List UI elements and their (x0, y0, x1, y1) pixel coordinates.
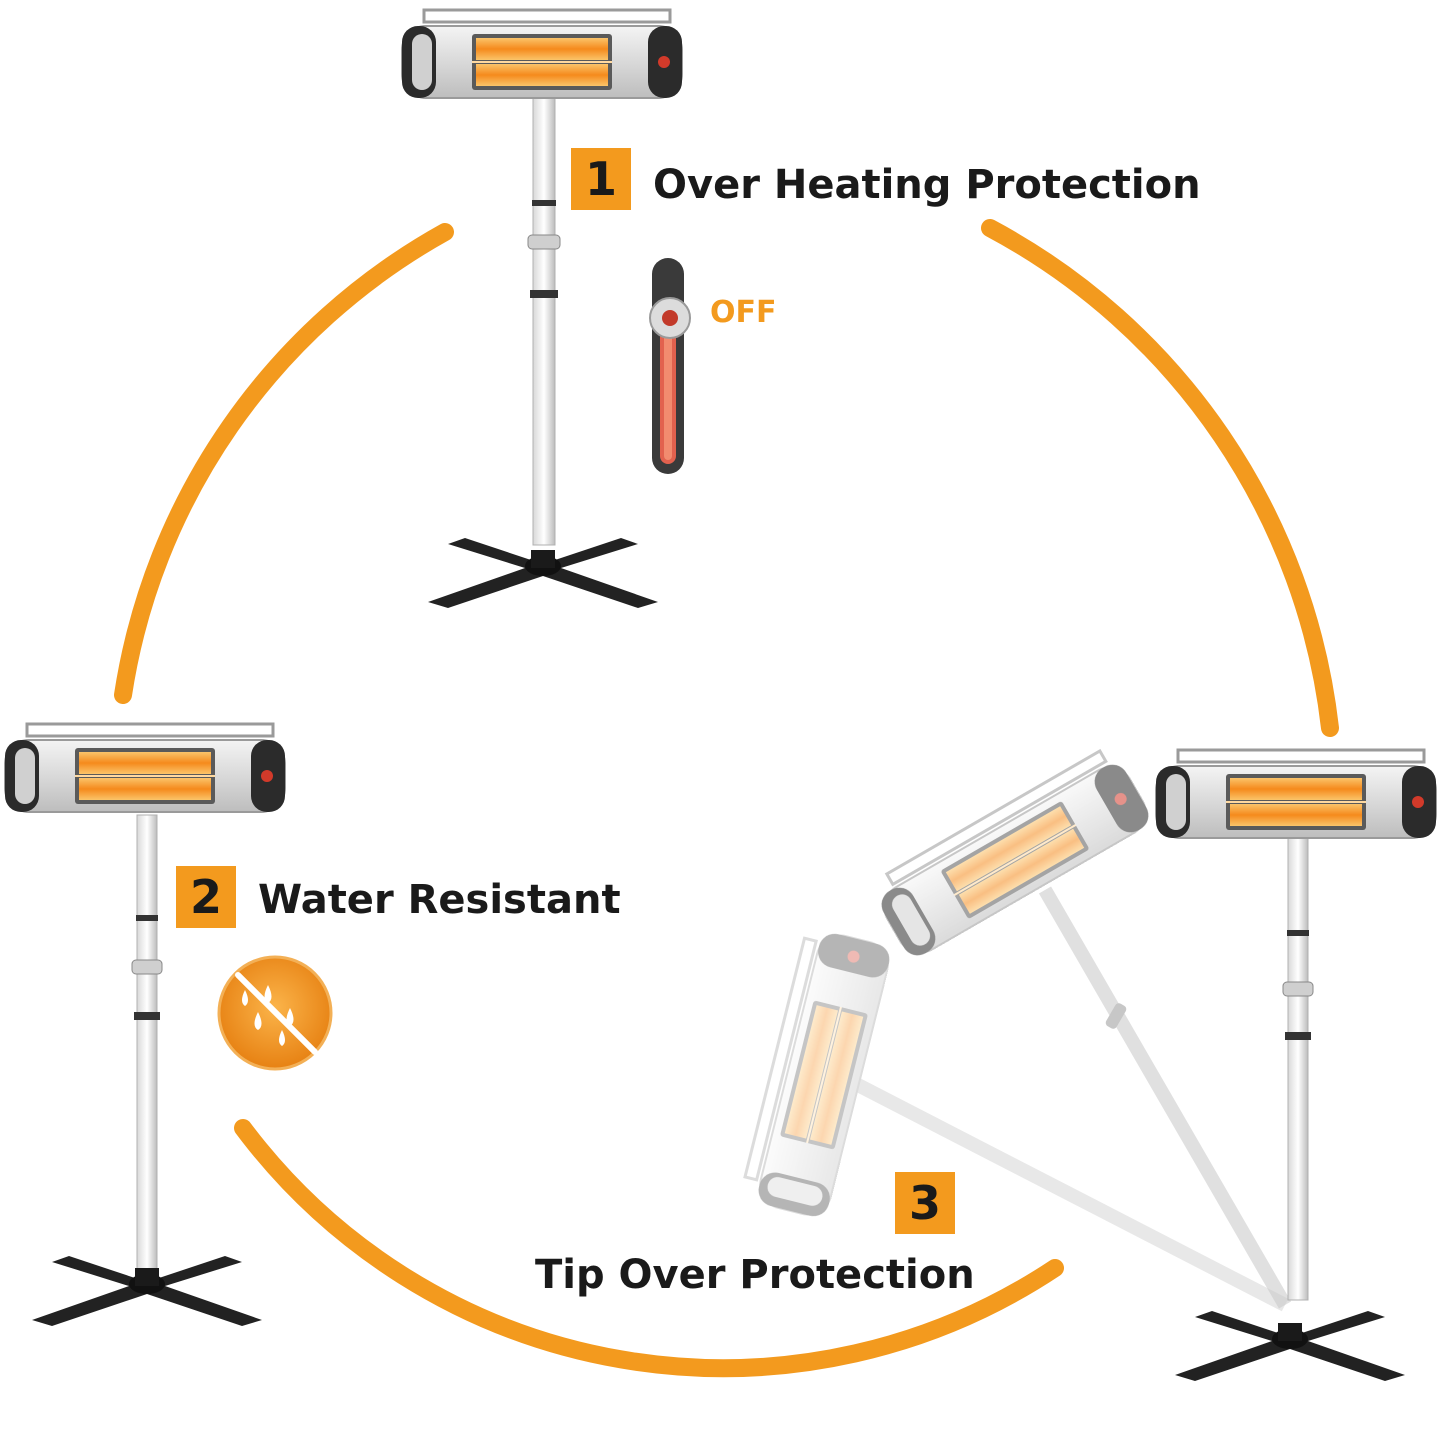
feature-1-label: Over Heating Protection (653, 162, 1201, 208)
ring-arc-bottom (234, 1119, 1064, 1378)
feature-3-number: 3 (895, 1172, 955, 1234)
heater-left (3, 722, 287, 1326)
feature-1-number: 1 (571, 148, 631, 210)
thermometer-icon (649, 258, 691, 474)
feature-3-label: Tip Over Protection (535, 1252, 975, 1298)
ring-arc-top-right (981, 219, 1339, 737)
feature-2-number: 2 (176, 866, 236, 928)
heater-right-tilt-ghost-1 (866, 743, 1292, 1309)
water-resistant-icon (217, 955, 333, 1071)
heater-top (400, 8, 684, 608)
orange-ring (114, 219, 1339, 1378)
heater-right (1154, 748, 1438, 1381)
heater-right-tilt-ghost-2 (738, 925, 1289, 1312)
feature-2-label: Water Resistant (258, 877, 621, 923)
ring-arc-top-left (114, 223, 454, 704)
thermostat-off-label: OFF (710, 295, 777, 330)
